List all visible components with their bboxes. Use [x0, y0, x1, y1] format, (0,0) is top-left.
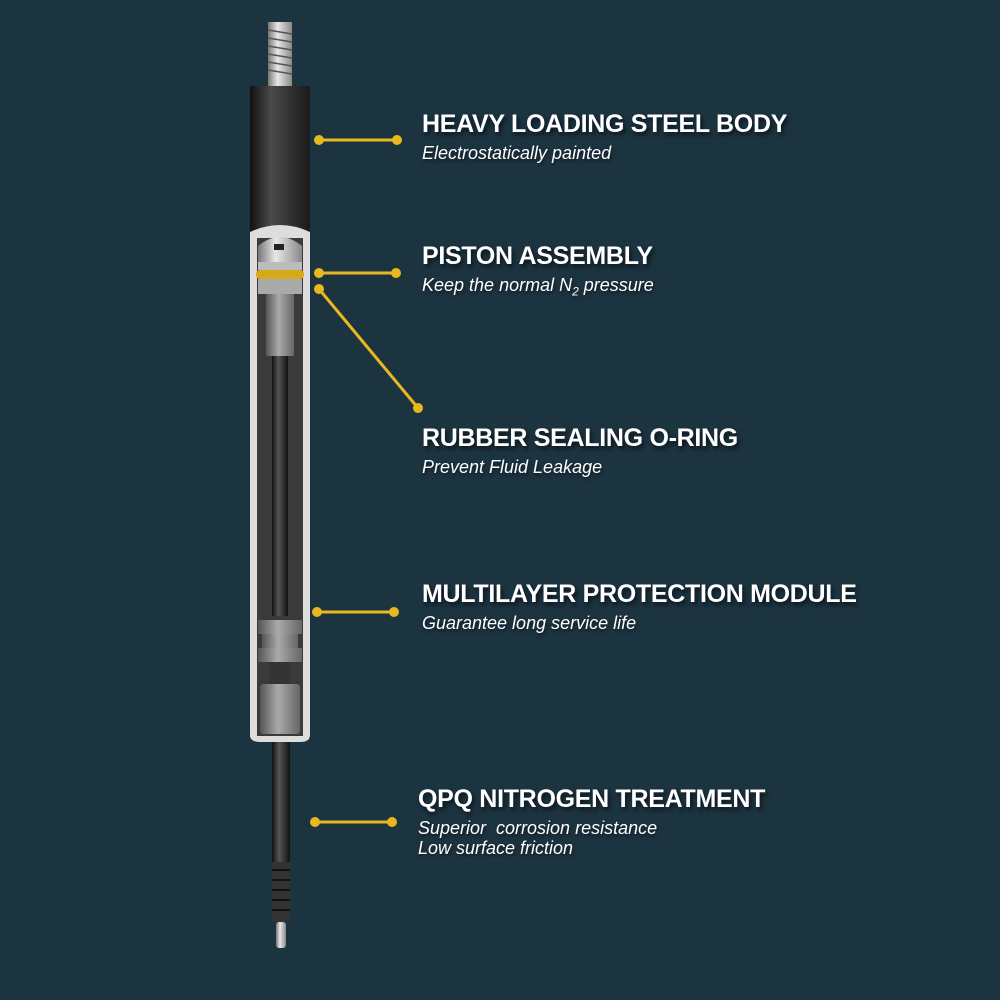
callout-title: PISTON ASSEMBLY [422, 242, 653, 270]
cutaway-cylinder [250, 225, 310, 742]
callout-subtitle: Guarantee long service life [422, 613, 637, 633]
callout-subtitle: Electrostatically painted [422, 143, 612, 163]
leader-line-protection [312, 607, 399, 617]
callout-subtitle: Keep the normal N2 pressure [422, 275, 654, 302]
callout-piston-assembly: PISTON ASSEMBLY Keep the normal N2 press… [422, 242, 654, 302]
rod-end-thread [272, 862, 290, 948]
callout-title: HEAVY LOADING STEEL BODY [422, 110, 788, 138]
leader-line-body [314, 135, 402, 145]
callout-o-ring: RUBBER SEALING O-RING Prevent Fluid Leak… [422, 424, 738, 477]
callout-protection-module: MULTILAYER PROTECTION MODULE Guarantee l… [422, 580, 857, 633]
subtitle-text: pressure [578, 275, 654, 295]
leader-line-oring [314, 284, 423, 413]
callout-title: RUBBER SEALING O-RING [422, 424, 738, 452]
callout-subtitle: Prevent Fluid Leakage [422, 457, 603, 477]
callout-subtitle-line2: Low surface friction [418, 838, 574, 858]
leader-line-piston [314, 268, 401, 278]
leader-line-qpq [310, 817, 397, 827]
o-ring [256, 270, 304, 279]
subtitle-subscript: 2 [572, 284, 579, 299]
callout-steel-body: HEAVY LOADING STEEL BODY Electrostatical… [422, 110, 787, 163]
callout-qpq-treatment: QPQ NITROGEN TREATMENT Superior corrosio… [418, 785, 765, 858]
callout-title: MULTILAYER PROTECTION MODULE [422, 580, 857, 608]
subtitle-text: Keep the normal N [422, 275, 573, 295]
steel-body [250, 86, 310, 235]
top-thread [267, 22, 293, 86]
callout-title: QPQ NITROGEN TREATMENT [418, 785, 766, 813]
callout-subtitle: Superior corrosion resistance [418, 818, 658, 838]
